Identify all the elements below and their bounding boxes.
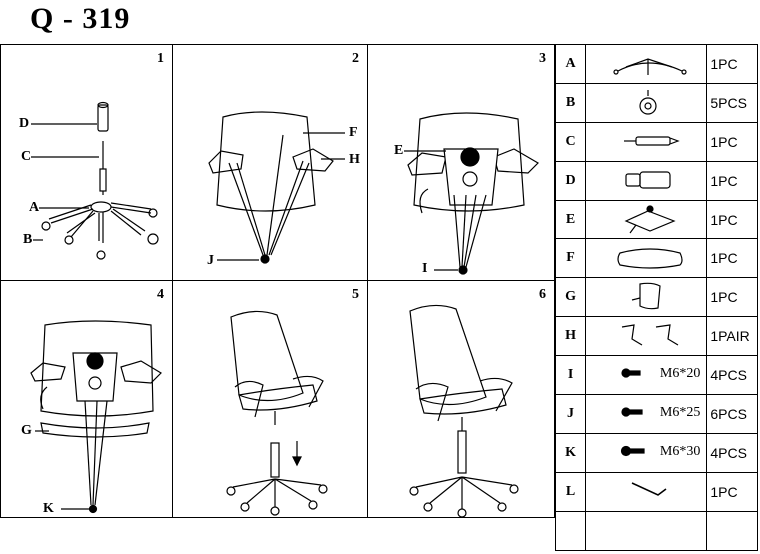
table-row: C 1PC [554,121,758,162]
table-row: A 1PC [554,44,758,84]
parts-list-table: A 1PC B 5PCS C 1PC D 1PC E 1PC F 1PC [554,44,758,551]
step-number: 4 [157,287,164,302]
table-row: B 5PCS [554,82,758,123]
label-h: H [349,152,360,167]
label-k: K [43,501,54,516]
table-row: D 1PC [554,160,758,201]
gas-lift-icon [624,136,680,146]
part-spec: M6*30 [659,443,701,459]
part-quantity: 1PC [706,44,758,84]
part-letter [554,510,587,551]
caster-icon [639,89,657,115]
part-image-cell [585,510,708,551]
part-spec: M6*20 [659,366,701,382]
step-3-panel: 3 E I [368,45,554,281]
base-assembly-illustration [31,101,159,260]
label-b: B [23,232,33,247]
step-number: 1 [157,51,164,66]
part-image-cell: M6*30 [585,432,708,473]
part-letter: C [554,121,587,162]
part-quantity: 5PCS [706,82,758,123]
step-2-panel: 2 F H J [173,45,368,281]
step-1-panel: 1 D C A B [1,45,173,281]
star-base-icon [613,58,687,75]
part-spec: M6*25 [659,405,701,421]
allen-key-icon [631,482,667,496]
table-row: H 1PAIR [554,316,758,357]
part-image-cell [585,199,708,240]
table-row: J M6*25 6PCS [554,394,758,434]
assembly-steps-grid: 1 D C A B 2 [0,44,555,518]
part-image-cell: M6*25 [585,394,708,434]
gas-lift-cover-icon [625,171,671,189]
step-number: 2 [352,51,359,66]
step-4-panel: 4 G K [1,281,173,517]
part-image-cell [585,238,708,279]
table-row [554,510,758,551]
part-image-cell [585,121,708,162]
part-image-cell: M6*20 [585,355,708,396]
part-quantity: 1PC [706,121,758,162]
table-row: F 1PC [554,238,758,279]
seat-icon [617,248,683,270]
part-letter: J [554,394,587,434]
part-letter: E [554,199,587,240]
part-quantity: 4PCS [706,432,758,473]
part-quantity: 1PC [706,238,758,279]
part-quantity: 6PCS [706,394,758,434]
part-image-cell [585,160,708,201]
table-row: E 1PC [554,199,758,240]
bolt-icon [621,368,641,378]
part-letter: B [554,82,587,123]
label-f: F [349,125,358,140]
part-quantity: 1PC [706,277,758,318]
label-j: J [207,253,214,268]
bolt-icon [621,407,643,417]
label-e: E [394,143,404,158]
part-quantity: 1PC [706,160,758,201]
step-6-panel: 6 [368,281,554,517]
label-g: G [21,423,32,438]
label-i: I [422,261,428,276]
step-number: 5 [352,287,359,302]
armrest-icon [622,324,679,346]
table-row: I M6*20 4PCS [554,355,758,396]
part-letter: K [554,432,587,473]
part-letter: G [554,277,587,318]
part-letter: F [554,238,587,279]
part-image-cell [585,277,708,318]
table-row: K M6*30 4PCS [554,432,758,473]
label-c: C [21,149,32,164]
seat-armrest-illustration [208,111,345,264]
part-letter: I [554,355,587,396]
table-row: L 1PC [554,471,758,512]
mechanism-illustration [404,112,539,275]
part-quantity [706,510,758,551]
finished-chair-illustration [409,304,519,517]
backrest-attachment-illustration [30,320,162,514]
part-letter: D [554,160,587,201]
part-quantity: 1PAIR [706,316,758,357]
part-image-cell [585,471,708,512]
part-image-cell [585,44,708,84]
mechanism-icon [624,204,676,233]
part-quantity: 1PC [706,199,758,240]
part-quantity: 4PCS [706,355,758,396]
part-letter: L [554,471,587,512]
step-5-panel: 5 [173,281,368,517]
page-title: Q - 319 [30,2,131,35]
backrest-icon [631,283,661,310]
label-a: A [29,200,40,215]
part-quantity: 1PC [706,471,758,512]
bolt-icon [621,445,645,457]
table-row: G 1PC [554,277,758,318]
part-letter: A [554,44,587,84]
chair-on-base-illustration [226,310,328,516]
part-image-cell [585,316,708,357]
step-number: 6 [539,287,546,302]
step-number: 3 [539,51,546,66]
part-letter: H [554,316,587,357]
label-d: D [19,116,30,131]
part-image-cell [585,82,708,123]
